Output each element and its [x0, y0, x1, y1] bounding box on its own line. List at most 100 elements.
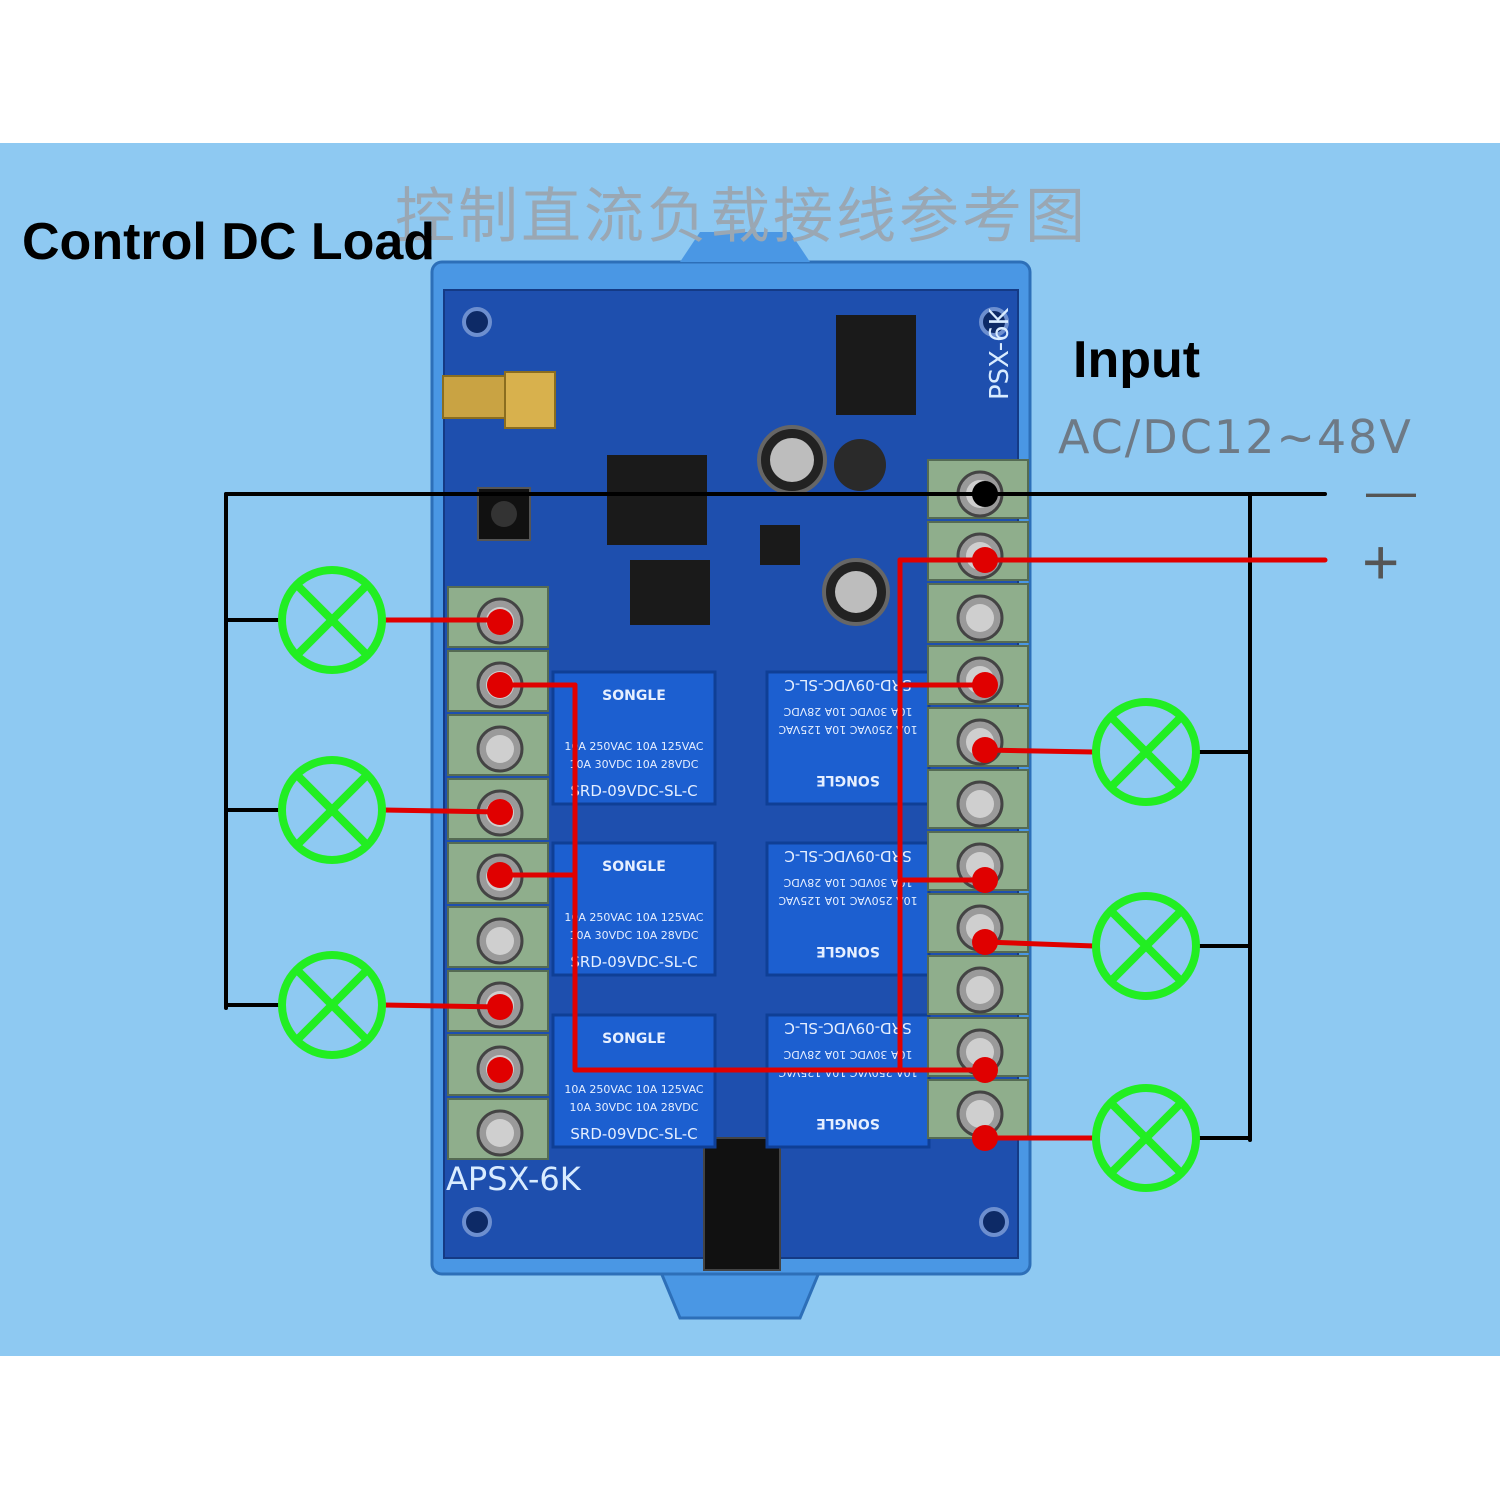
screw-terminal-icon	[447, 906, 549, 968]
relay-text: 10A 30VDC 10A 28VDC	[783, 876, 912, 889]
relay-text: 10A 250VAC 10A 125VAC	[564, 911, 704, 924]
screw-terminal-icon	[927, 583, 1029, 643]
relay-text: 10A 30VDC 10A 28VDC	[570, 758, 699, 771]
screw-terminal-icon	[447, 1098, 549, 1160]
relay-icon: SONGLE 10A 250VAC 10A 125VAC 10A 30VDC 10A…	[551, 670, 717, 806]
lamp-icon	[1092, 1084, 1200, 1192]
relay-text: 10A 250VAC 10A 125VAC	[564, 740, 704, 753]
red-connection-dot	[972, 672, 998, 698]
lamps	[278, 566, 1200, 1192]
relay-icon: SONGLE 10A 250VAC 10A 125VAC 10A 30VDC 10A…	[551, 1013, 717, 1149]
positive-wire	[381, 807, 503, 815]
capacitors	[757, 425, 890, 626]
relay-text: SONGLE	[602, 1031, 666, 1047]
terminal-blocks	[447, 459, 1029, 1160]
lamp-cross	[1108, 908, 1184, 984]
screw-slot	[486, 1119, 514, 1147]
relay-text: SONGLE	[602, 859, 666, 875]
relay-body	[551, 841, 717, 977]
positive-wire	[381, 1002, 503, 1010]
relay-text: 10A 30VDC 10A 28VDC	[783, 1048, 912, 1061]
relay-text: SRD-09VDC-SL-C	[570, 953, 697, 971]
relay-text: SONGLE	[816, 943, 880, 959]
lamp-ring	[1092, 1084, 1200, 1192]
screw-slot	[966, 604, 994, 632]
red-connection-dot	[487, 994, 513, 1020]
relay-text: 10A 250VAC 10A 125VAC	[778, 894, 918, 907]
lamp-cross	[294, 772, 370, 848]
red-connection-dot	[972, 737, 998, 763]
screw-terminal-icon	[927, 955, 1029, 1015]
red-connection-dot	[972, 547, 998, 573]
screw-terminal-icon	[447, 714, 549, 776]
relay-text: 10A 30VDC 10A 28VDC	[570, 1101, 699, 1114]
red-connection-dot	[972, 867, 998, 893]
relay-body	[551, 670, 717, 806]
red-connection-dot	[487, 799, 513, 825]
lamp-ring	[278, 951, 386, 1059]
screw-slot	[486, 735, 514, 763]
model-label-side: PSX-6K	[985, 308, 1015, 400]
chinese-title: 控制直流负载接线参考图	[395, 182, 1088, 252]
mounting-holes	[462, 307, 1009, 1237]
lamp-ring	[1092, 892, 1200, 1000]
red-connection-dot	[487, 609, 513, 635]
relay-text: 10A 30VDC 10A 28VDC	[783, 705, 912, 718]
screw-slot	[486, 927, 514, 955]
key-button	[477, 487, 531, 541]
positive-wire	[982, 747, 1097, 755]
lamp-icon	[1092, 698, 1200, 806]
lamp-icon	[278, 756, 386, 864]
red-connection-dot	[487, 862, 513, 888]
wires	[224, 492, 1328, 1142]
red-connection-dot	[487, 1057, 513, 1083]
page-title: Control DC Load	[22, 213, 436, 271]
relay-icon: SONGLE 10A 250VAC 10A 125VAC 10A 30VDC 10A…	[765, 841, 931, 977]
minus-label: —	[1366, 463, 1416, 519]
antenna-connector-icon	[442, 371, 556, 429]
lamp-cross	[294, 582, 370, 658]
relay-text: SONGLE	[816, 772, 880, 788]
screw-slot	[966, 1100, 994, 1128]
red-connection-dot	[972, 1057, 998, 1083]
relay-icon: SONGLE 10A 250VAC 10A 125VAC 10A 30VDC 10A…	[765, 670, 931, 806]
lamp-icon	[1092, 892, 1200, 1000]
red-connection-dot	[487, 672, 513, 698]
relay-text: SRD-09VDC-SL-C	[570, 782, 697, 800]
relay-text: SONGLE	[816, 1115, 880, 1131]
relay-text: SRD-09VDC-SL-C	[784, 847, 911, 865]
relay-text: 10A 250VAC 10A 125VAC	[778, 723, 918, 736]
lamp-ring	[1092, 698, 1200, 806]
red-connection-dot	[972, 1125, 998, 1151]
lamp-ring	[278, 566, 386, 674]
black-connection-dot	[972, 481, 998, 507]
lamp-cross	[1108, 1100, 1184, 1176]
relay-body	[551, 1013, 717, 1149]
lamp-ring	[278, 756, 386, 864]
relay-text: SRD-09VDC-SL-C	[570, 1125, 697, 1143]
screw-slot	[966, 976, 994, 1004]
relay-icon: SONGLE 10A 250VAC 10A 125VAC 10A 30VDC 10A…	[551, 841, 717, 977]
input-label: Input	[1073, 331, 1201, 389]
red-connection-dot	[972, 929, 998, 955]
lamp-cross	[1108, 714, 1184, 790]
relay-text: SONGLE	[602, 688, 666, 704]
dc-jack	[703, 1137, 781, 1271]
relay-text: SRD-09VDC-SL-C	[784, 1019, 911, 1037]
plus-label: +	[1362, 526, 1400, 598]
lamp-cross	[294, 967, 370, 1043]
model-label: APSX-6K	[446, 1160, 581, 1198]
lamp-icon	[278, 951, 386, 1059]
relay-text: 10A 30VDC 10A 28VDC	[570, 929, 699, 942]
relay-text: SRD-09VDC-SL-C	[784, 676, 911, 694]
relay-text: 10A 250VAC 10A 125VAC	[564, 1083, 704, 1096]
input-range: AC/DC12~48V	[1058, 410, 1413, 464]
lamp-icon	[278, 566, 386, 674]
screw-terminal-icon	[927, 769, 1029, 829]
connection-dots	[487, 481, 998, 1151]
screw-slot	[966, 790, 994, 818]
ic-chips	[607, 315, 916, 625]
positive-wire	[982, 939, 1097, 949]
